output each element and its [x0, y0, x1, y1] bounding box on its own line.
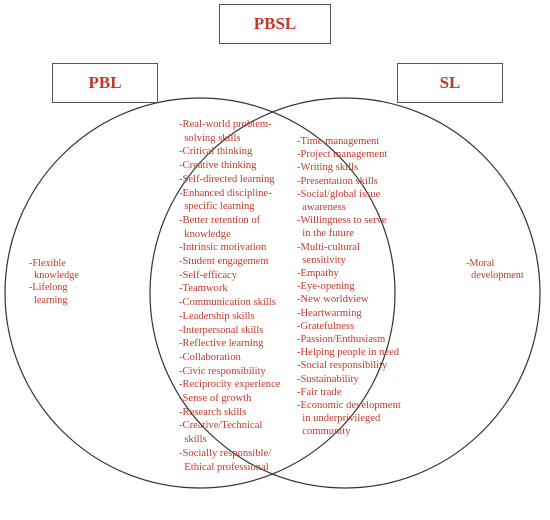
list-item: -Sustainability — [297, 373, 359, 385]
list-item: -Communication skills — [179, 297, 276, 309]
overlap-right-list: -Time management -Project management-Writ… — [297, 135, 401, 439]
list-item: -Flexible — [29, 258, 66, 269]
pbsl-title-box: PBSL — [219, 4, 331, 44]
list-item: -Social responsibility — [297, 360, 388, 372]
list-item: -Creative/Technical — [179, 420, 263, 432]
list-item: -Gratefulness — [297, 320, 355, 332]
list-item: -Economic development — [297, 400, 401, 412]
list-item: -Sense of growth — [179, 393, 252, 405]
pbsl-title: PBSL — [253, 14, 297, 33]
list-item: -Project management — [297, 149, 388, 161]
list-item: -Reflective learning — [179, 338, 264, 350]
list-item: -Presentation skills — [297, 175, 378, 187]
list-item: -Helping people in need — [297, 347, 400, 359]
list-item: learning — [29, 294, 68, 306]
list-item: -Reciprocity experience — [179, 379, 281, 391]
list-item: -Real-world problem- — [179, 119, 272, 130]
list-item: knowledge — [29, 270, 79, 282]
list-item: -Willingness to serve — [297, 215, 387, 227]
list-item: -Moral — [466, 258, 495, 269]
sl-label-box: SL — [397, 63, 503, 103]
list-item: -New worldview — [297, 294, 369, 306]
list-item: -Interpersonal skills — [179, 324, 264, 336]
list-item: in underprivileged — [297, 413, 381, 425]
list-item: -Social/global issue — [297, 188, 381, 200]
list-item: -Self-directed learning — [179, 173, 275, 185]
list-item: sensitivity — [297, 254, 346, 266]
list-item: solving skills — [179, 132, 241, 144]
list-item: -Self-efficacy — [179, 269, 238, 281]
sl-only-list: -Moral development — [466, 258, 524, 282]
list-item: -Writing skills — [297, 162, 359, 174]
list-item: -Intrinsic motivation — [179, 242, 267, 254]
list-item: Ethical professional — [179, 461, 269, 473]
list-item: -Creative thinking — [179, 160, 257, 172]
list-item: knowledge — [179, 228, 231, 240]
list-item: -Eye-opening — [297, 281, 355, 293]
pbl-circle — [4, 97, 396, 489]
list-item: -Civic responsibility — [179, 365, 266, 377]
list-item: awareness — [297, 202, 346, 214]
list-item: -Multi-cultural — [297, 241, 360, 253]
list-item: community — [297, 426, 351, 438]
sl-circle — [149, 97, 541, 489]
list-item: in the future — [297, 228, 355, 240]
pbl-label: PBL — [88, 73, 122, 92]
list-item: -Heartwarming — [297, 307, 362, 319]
list-item: -Collaboration — [179, 351, 241, 363]
list-item: -Research skills — [179, 406, 247, 418]
list-item: -Time management — [297, 136, 380, 147]
list-item: -Critical thinking — [179, 146, 253, 158]
overlap-left-list: -Real-world problem- solving skills -Crit… — [179, 118, 280, 474]
list-item: -Student engagement — [179, 256, 269, 268]
pbl-label-box: PBL — [52, 63, 158, 103]
list-item: -Lifelong — [29, 282, 68, 294]
sl-label: SL — [439, 73, 461, 92]
pbl-only-list: -Flexible knowledge-Lifelong learning — [29, 258, 79, 307]
list-item: specific learning — [179, 201, 255, 213]
list-item: -Empathy — [297, 268, 339, 280]
list-item: skills — [179, 434, 207, 446]
list-item: -Socially responsible/ — [179, 447, 272, 459]
list-item: -Fair trade — [297, 386, 342, 398]
list-item: -Teamwork — [179, 283, 228, 295]
list-item: -Passion/Enthusiasm — [297, 334, 386, 346]
list-item: development — [466, 270, 524, 282]
list-item: -Enhanced discipline- — [179, 187, 272, 199]
list-item: -Better retention of — [179, 214, 261, 226]
list-item: -Leadership skills — [179, 310, 255, 322]
